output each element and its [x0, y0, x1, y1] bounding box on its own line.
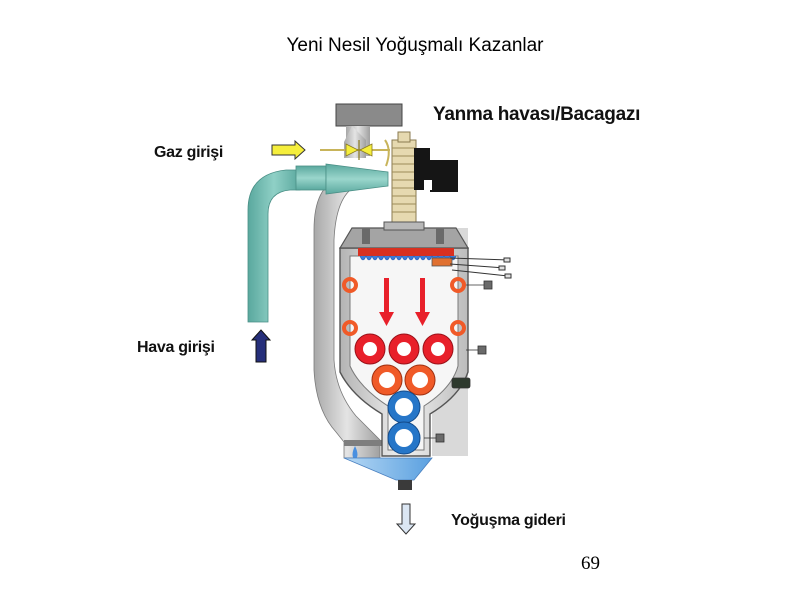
ignition-electrodes: [449, 257, 512, 279]
page-title: Yeni Nesil Yoğuşmalı Kazanlar: [286, 35, 544, 56]
flue-gas-label: Yanma havası/Bacagazı: [433, 104, 641, 125]
air-inlet-arrow: [250, 329, 272, 363]
fan-motor: [414, 148, 458, 192]
sensors: [424, 280, 493, 443]
cold-heat-exchanger-tubes: [387, 390, 421, 455]
side-tube-rings: [342, 277, 466, 336]
fan-box: [391, 131, 423, 231]
warm-heat-exchanger-tubes: [371, 364, 436, 396]
air-intake-duct: [247, 163, 389, 323]
page-number: 69: [581, 553, 600, 574]
hot-heat-exchanger-tubes: [354, 333, 454, 365]
burner: [358, 248, 457, 267]
gas-inlet-label: Gaz girişi: [154, 144, 224, 161]
gas-inlet-arrow: [271, 139, 306, 161]
condensate-drain-arrow: [395, 503, 417, 535]
condensate-drain-label: Yoğuşma gideri: [451, 512, 566, 529]
gas-valve: [320, 139, 390, 167]
hot-gas-flow-arrows: [379, 278, 430, 326]
condensate-collector: [343, 457, 433, 490]
air-inlet-label: Hava girişi: [137, 339, 215, 356]
